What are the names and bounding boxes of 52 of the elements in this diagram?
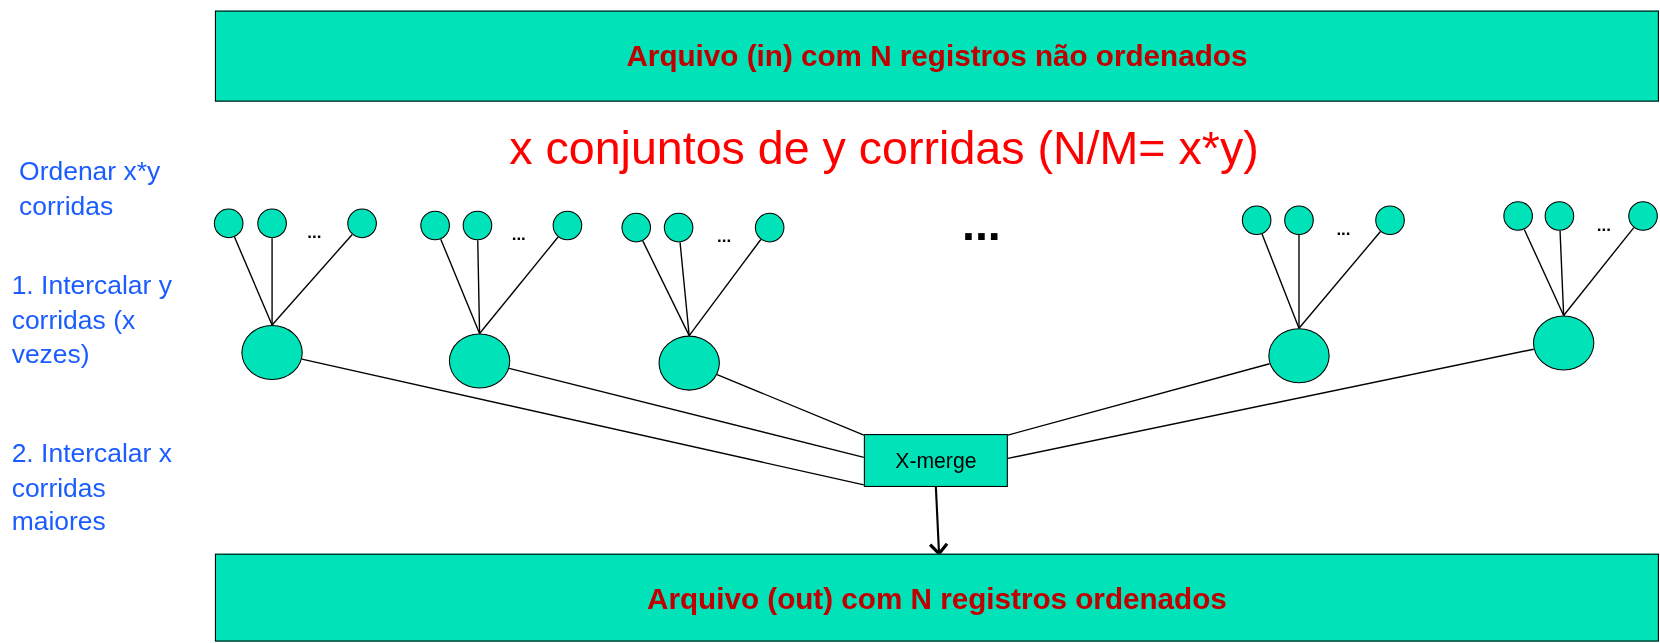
connector-line bbox=[301, 358, 865, 486]
connector-line bbox=[716, 373, 865, 436]
ellipsis: ... bbox=[717, 228, 732, 246]
run-circle bbox=[1241, 205, 1272, 235]
connector-line bbox=[508, 367, 865, 459]
file-box bbox=[214, 553, 1659, 642]
connector-line bbox=[1007, 348, 1535, 460]
connector-line bbox=[477, 239, 481, 335]
step-label: 1. Intercalar y corridas (x vezes) bbox=[11, 268, 173, 371]
file-label: Arquivo (out) com N registros ordenados bbox=[647, 582, 1227, 617]
connector-line bbox=[1523, 228, 1565, 317]
connector-line bbox=[1559, 230, 1565, 317]
ellipsis: ... bbox=[961, 201, 1001, 248]
run-circle bbox=[1284, 205, 1314, 235]
connector-line bbox=[440, 238, 481, 335]
connector-line bbox=[1007, 363, 1271, 436]
connector-line bbox=[688, 238, 762, 337]
heading: x conjuntos de y corridas (N/M= x*y) bbox=[509, 124, 1259, 172]
run-circle bbox=[257, 208, 287, 239]
run-circle bbox=[347, 208, 377, 239]
connector-line bbox=[271, 237, 273, 326]
merge-label: X-merge bbox=[895, 448, 977, 473]
step-label: Ordenar x*y corridas bbox=[19, 154, 162, 222]
connector-line bbox=[233, 236, 273, 326]
run-circle bbox=[420, 210, 450, 241]
arrow bbox=[928, 486, 949, 556]
merge-box bbox=[863, 434, 1008, 487]
run-circle bbox=[754, 212, 785, 243]
ellipsis: ... bbox=[1336, 221, 1351, 239]
run-circle bbox=[621, 212, 652, 243]
run-circle bbox=[1628, 201, 1658, 231]
step-label: 2. Intercalar x corridas maiores bbox=[11, 436, 173, 538]
run-circle bbox=[1375, 205, 1405, 235]
connector-line bbox=[642, 240, 690, 337]
run-circle bbox=[1544, 201, 1575, 231]
run-circle bbox=[1503, 201, 1533, 231]
run-circle bbox=[663, 212, 694, 243]
run-circle bbox=[213, 208, 244, 239]
ellipsis: ... bbox=[511, 226, 526, 244]
ellipsis: ... bbox=[307, 224, 322, 242]
file-label: Arquivo (in) com N registros não ordenados bbox=[626, 39, 1248, 74]
connector-line bbox=[271, 233, 353, 326]
run-circle bbox=[462, 210, 493, 241]
ellipsis: ... bbox=[1596, 217, 1611, 234]
connector-line bbox=[1261, 233, 1300, 329]
run-circle bbox=[552, 210, 583, 241]
connector-line bbox=[679, 241, 690, 337]
file-box bbox=[214, 10, 1659, 102]
connector-line bbox=[1562, 226, 1635, 317]
connector-line bbox=[1298, 234, 1300, 329]
connector-line bbox=[478, 236, 559, 335]
connector-line bbox=[1298, 230, 1382, 329]
